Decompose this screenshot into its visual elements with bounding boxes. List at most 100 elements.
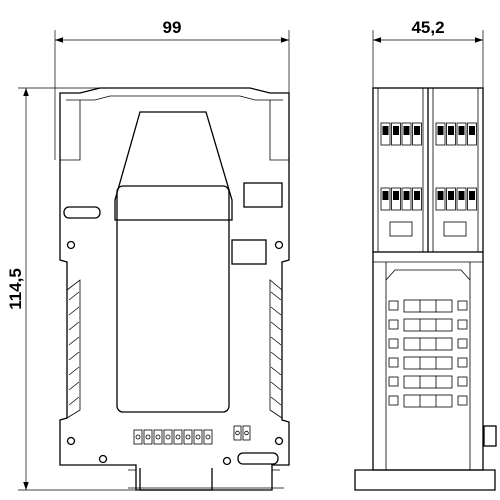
terminal-clamp-opening — [448, 191, 454, 200]
terminal-clamp — [412, 187, 422, 211]
front-view — [59, 87, 290, 491]
vent-ribs-left — [66, 279, 81, 419]
side-lower-body — [372, 252, 484, 471]
side-slot-marker — [457, 319, 468, 330]
terminal-clamp — [467, 187, 477, 211]
side-slot — [403, 356, 453, 370]
side-slot — [403, 394, 453, 408]
side-slot — [403, 375, 453, 389]
side-slot-marker — [457, 376, 468, 387]
terminal-pin — [233, 425, 242, 441]
terminal-clamp-opening — [469, 191, 475, 200]
dimension-width-side: 45,2 — [372, 18, 484, 88]
side-slot-marker — [388, 300, 399, 311]
terminal-clamp-opening — [458, 126, 465, 135]
side-slot-marker — [457, 357, 468, 368]
terminal-clamp — [446, 122, 456, 146]
marker-field-right-top — [243, 182, 283, 208]
side-slot-marker — [388, 319, 399, 330]
terminal-clamp-opening — [382, 126, 389, 135]
terminal-pin-row — [133, 429, 213, 445]
terminal-pin — [242, 425, 251, 441]
side-slot — [403, 299, 453, 313]
screw-hole — [222, 456, 232, 466]
terminal-clamp — [391, 187, 401, 211]
side-slot-marker — [457, 338, 468, 349]
side-label-tab — [389, 221, 413, 237]
side-slot — [403, 337, 453, 351]
width-side-label: 45,2 — [411, 18, 444, 37]
front-cover-top — [114, 111, 233, 221]
side-slot-marker — [388, 357, 399, 368]
marker-slot-left — [63, 206, 101, 219]
terminal-clamp — [391, 122, 401, 146]
terminal-clamp-opening — [414, 126, 420, 135]
side-slot — [403, 318, 453, 332]
housing-side-steps — [60, 100, 289, 161]
side-label-tab — [443, 221, 467, 237]
side-din-rail — [354, 469, 496, 491]
height-front-label: 114,5 — [6, 268, 25, 310]
terminal-pin-pair — [233, 425, 251, 441]
side-slot-header — [385, 269, 471, 281]
dimension-width-front: 99 — [54, 18, 290, 160]
screw-hole — [66, 436, 76, 446]
marker-field-right-bottom — [231, 239, 267, 265]
terminal-pin-hole — [195, 434, 201, 440]
terminal-clamp-opening — [393, 191, 399, 200]
screw-hole — [274, 436, 284, 446]
terminal-pin — [133, 429, 143, 445]
screw-hole — [66, 240, 76, 250]
dimension-height-front: 114,5 — [6, 87, 136, 491]
side-slot-marker — [457, 395, 468, 406]
side-slot-column — [385, 269, 471, 408]
din-rail-line — [128, 469, 284, 489]
housing-top-inner — [66, 95, 283, 101]
side-view — [354, 87, 497, 491]
terminal-pin — [183, 429, 193, 445]
terminal-clamp-opening — [382, 191, 389, 200]
terminal-pin-hole — [185, 434, 191, 440]
terminal-clamp — [446, 187, 456, 211]
width-front-label: 99 — [163, 18, 182, 37]
side-slot-marker — [388, 395, 399, 406]
terminal-clamp — [401, 122, 412, 146]
terminal-pin — [173, 429, 183, 445]
terminal-pin — [153, 429, 163, 445]
screw-hole — [274, 240, 284, 250]
side-slot-marker — [388, 376, 399, 387]
terminal-pin-hole — [145, 434, 151, 440]
terminal-pin — [143, 429, 153, 445]
terminal-clamp-opening — [414, 191, 420, 200]
terminal-pin — [193, 429, 203, 445]
terminal-clamp — [401, 187, 412, 211]
terminal-pin-hole — [175, 434, 181, 440]
terminal-clamp-opening — [403, 191, 410, 200]
side-latch — [483, 425, 497, 447]
terminal-pin-hole — [235, 430, 240, 436]
terminal-pin-hole — [135, 434, 141, 440]
terminal-clamp — [456, 187, 467, 211]
terminal-pin-hole — [244, 430, 249, 436]
terminal-clamp-opening — [403, 126, 410, 135]
terminal-pin-hole — [165, 434, 171, 440]
terminal-clamp-opening — [393, 126, 399, 135]
din-rail-foot — [139, 468, 213, 491]
housing-outline — [59, 87, 290, 491]
terminal-pin — [163, 429, 173, 445]
terminal-clamp — [380, 187, 391, 211]
terminal-clamp — [435, 122, 446, 146]
terminal-clamp — [467, 122, 477, 146]
marker-slot-bottom — [237, 452, 279, 465]
terminal-clamp — [456, 122, 467, 146]
terminal-pin-hole — [155, 434, 161, 440]
side-slot-marker — [457, 300, 468, 311]
terminal-pin — [203, 429, 213, 445]
terminal-clamp-opening — [469, 126, 475, 135]
terminal-clamp — [380, 122, 391, 146]
terminal-pin-hole — [205, 434, 211, 440]
side-slot-marker — [388, 338, 399, 349]
terminal-clamp-opening — [437, 191, 444, 200]
terminal-clamp — [435, 187, 446, 211]
